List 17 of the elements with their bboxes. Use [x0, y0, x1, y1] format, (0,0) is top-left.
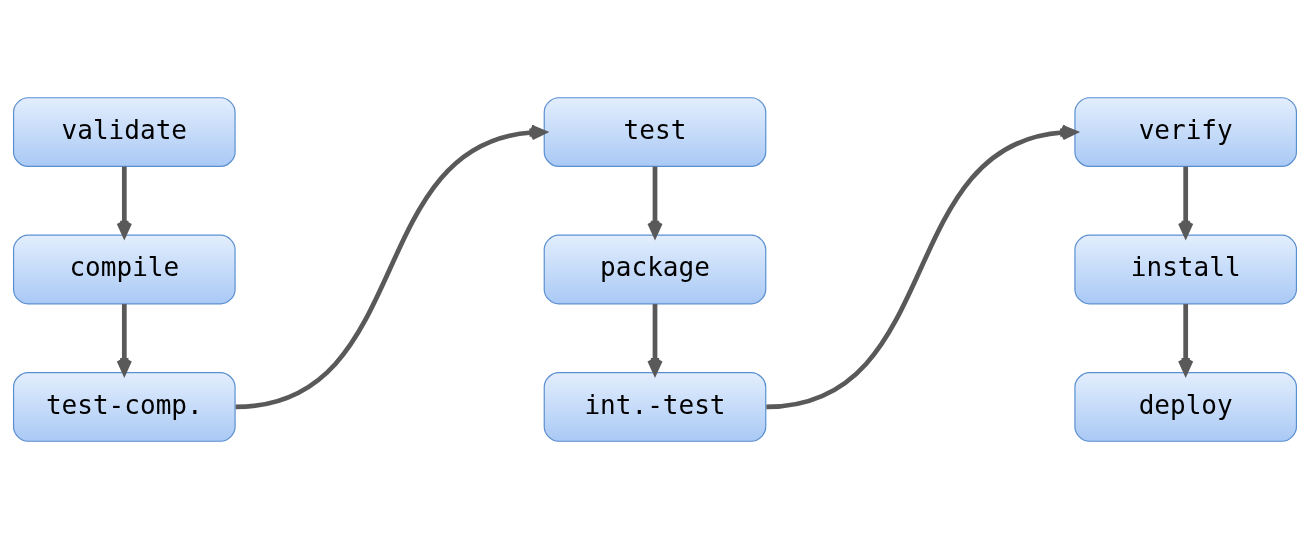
arrow — [1178, 166, 1194, 238]
arrow — [647, 166, 663, 238]
arrow — [766, 124, 1077, 410]
node-box: test — [543, 97, 767, 168]
arrow — [1178, 304, 1194, 375]
node-box: int.-test — [543, 371, 767, 442]
node-box: install — [1074, 234, 1298, 305]
node-box: deploy — [1074, 371, 1298, 442]
arrow — [235, 124, 547, 410]
node-box: package — [543, 234, 767, 305]
arrow — [116, 304, 132, 375]
node-box: compile — [12, 234, 236, 305]
arrow — [647, 304, 663, 375]
node-box: verify — [1074, 97, 1298, 168]
node-box: test-comp. — [12, 371, 236, 442]
arrow — [116, 166, 132, 238]
node-box: validate — [12, 97, 236, 168]
